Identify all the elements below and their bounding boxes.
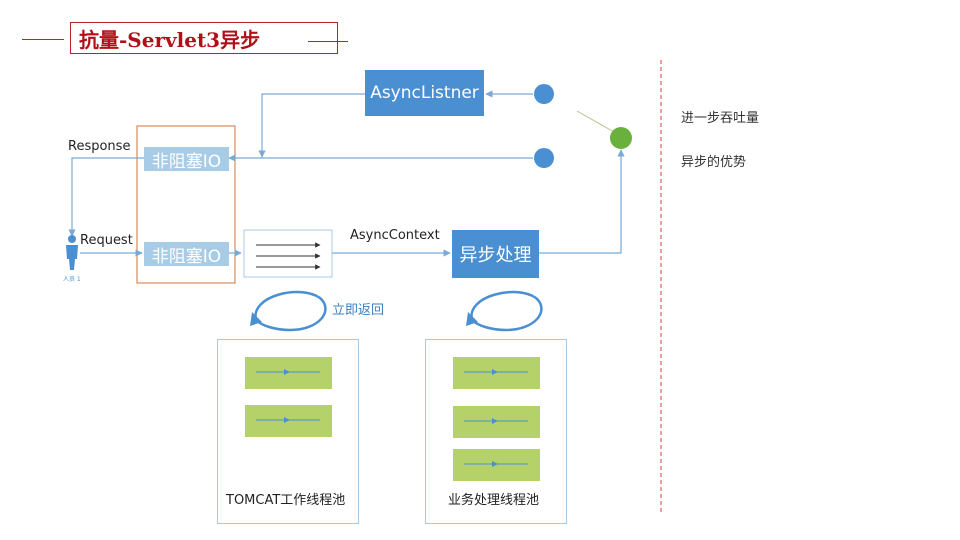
completion-node <box>610 127 632 149</box>
listener-to-io-arrow <box>258 93 365 158</box>
business-thread <box>453 357 540 389</box>
nio-container <box>136 125 236 284</box>
tomcat-pool-label: TOMCAT工作线程池 <box>226 493 346 508</box>
business-pool-label: 业务处理线程池 <box>448 493 540 508</box>
request-label: Request <box>80 233 133 248</box>
response-label: Response <box>68 139 131 154</box>
page-title-box: 抗量-Servlet3异步 <box>70 22 338 54</box>
async-listener-box: AsyncListner <box>365 70 484 116</box>
response-arrow <box>68 157 144 237</box>
listener-dot <box>534 84 554 104</box>
business-pool: 业务处理线程池 <box>425 339 567 524</box>
return-cycle-right <box>470 290 543 332</box>
business-thread <box>453 449 540 481</box>
async-context-label: AsyncContext <box>350 228 440 243</box>
side-note-advantage: 异步的优势 <box>681 155 747 170</box>
person-icon <box>66 235 78 270</box>
title-right-rule <box>308 41 348 42</box>
person-caption: 人员 1 <box>63 276 81 283</box>
io-dot <box>534 148 554 168</box>
tomcat-thread <box>245 357 332 389</box>
return-immediately-label: 立即返回 <box>332 303 385 318</box>
nio-top-box: 非阻塞IO <box>144 147 229 172</box>
async-to-node-arrow <box>539 149 625 254</box>
title-left-rule <box>22 39 64 40</box>
return-cycle-left <box>254 290 327 332</box>
page-title: 抗量-Servlet3异步 <box>79 27 261 52</box>
request-queue <box>243 229 333 278</box>
tomcat-thread <box>245 405 332 437</box>
dot-to-node-line <box>576 110 615 133</box>
async-process-box: 异步处理 <box>452 230 539 278</box>
side-note-throughput: 进一步吞吐量 <box>681 111 760 126</box>
business-thread <box>453 406 540 438</box>
nio-bottom-box: 非阻塞IO <box>144 242 229 267</box>
tomcat-pool: TOMCAT工作线程池 <box>217 339 359 524</box>
